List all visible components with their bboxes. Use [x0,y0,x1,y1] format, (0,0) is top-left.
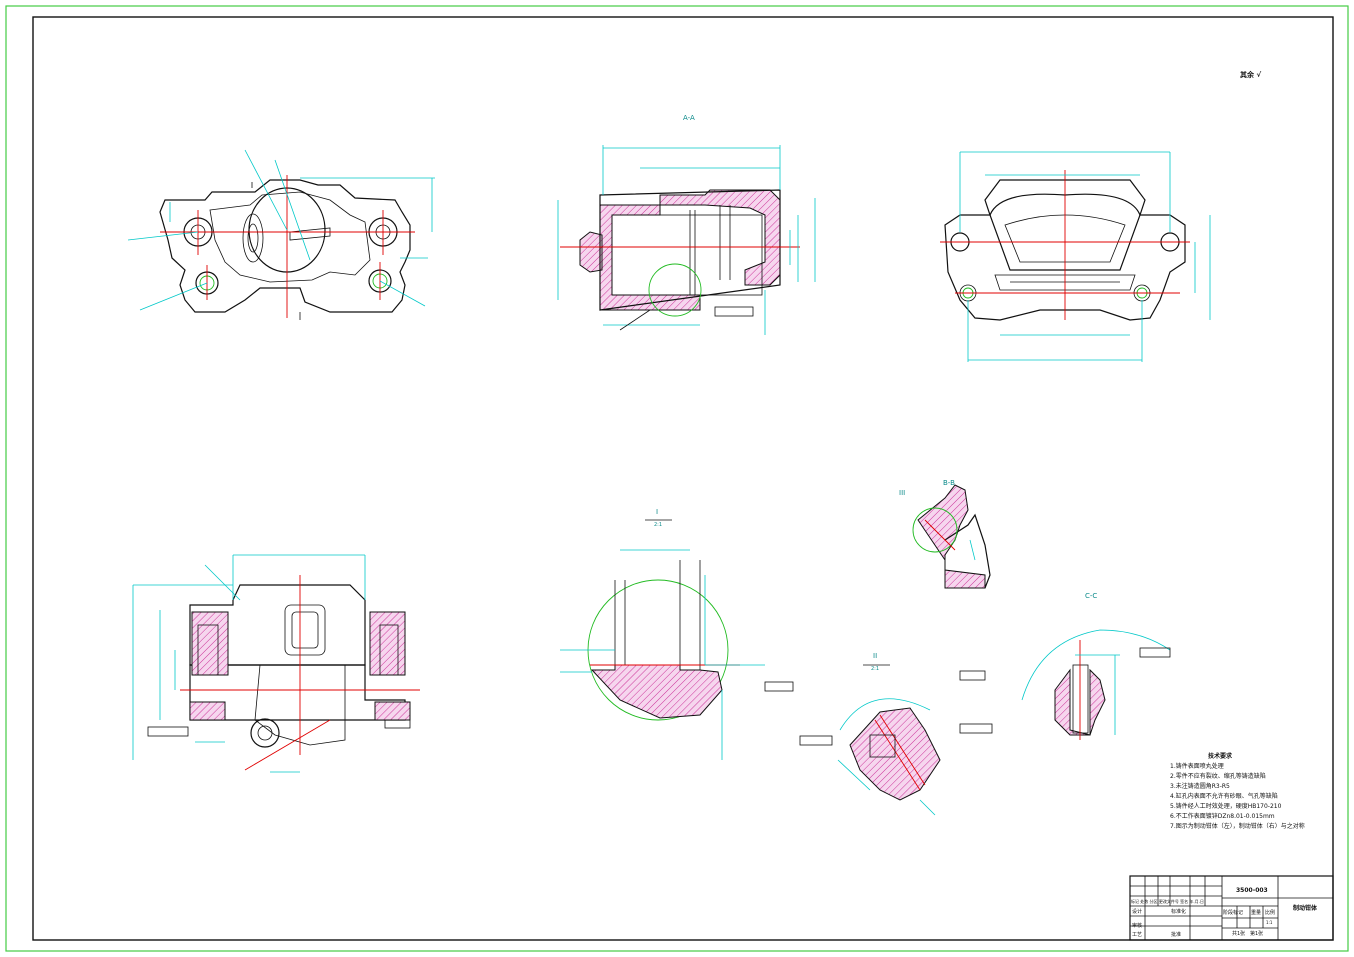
tech-req-item: 1.铸件表面喷丸处理 [1170,763,1224,770]
detail-i-view [560,519,794,760]
side-view [940,151,1211,362]
label-section-bb: B-B [943,479,955,487]
design-label: 设计 [1132,909,1143,915]
process-label: 工艺 [1132,932,1143,938]
tech-req-title: 技术要求 [1207,753,1232,760]
technical-requirements: 技术要求 1.铸件表面喷丸处理 2.零件不应有裂纹、缩孔等铸造缺陷 3.未注铸造… [1170,752,1310,832]
sheet-total: 共1张 [1232,931,1246,937]
weight-label: 重量 [1251,910,1262,916]
tech-req-item: 2.零件不应有裂纹、缩孔等铸造缺陷 [1170,773,1266,780]
tech-req-item: 4.缸孔内表面不允许有砂眼、气孔等缺陷 [1170,793,1278,800]
roughness-note: 其余 √ [1240,70,1261,80]
tech-req-item: 5.铸件经人工时效处理，硬度HB170-210 [1170,803,1282,810]
standardization-label: 标准化 [1171,909,1187,915]
front-view [127,149,435,320]
section-bb-view [912,484,991,589]
check-label: 审核 [1132,923,1143,929]
section-aa-view [557,145,816,335]
section-cc-view [959,629,1171,740]
stage-mark-label: 阶段标记 [1223,910,1244,916]
label-detail-i: I [656,508,659,516]
label-detail-ii: II [873,652,878,660]
label-detail-i-scale: 2:1 [654,522,663,528]
outer-frame [5,5,1349,952]
inner-frame [32,16,1334,941]
label-detail-ii-scale: 2:1 [871,666,880,672]
label-detail-iii: III [899,489,906,497]
label-section-aa: A-A [683,114,695,122]
tech-req-item: 6.不工作表面镀锌DZn8.01-0.015mm [1170,813,1275,820]
top-view [132,554,420,773]
label-section-cc: C-C [1085,592,1098,600]
roughness-symbol-icon: √ [1256,71,1262,79]
scale-label: 比例 [1265,910,1276,916]
roughness-text: 其余 [1240,71,1254,79]
scale-value: 1:1 [1266,920,1273,925]
title-block [1129,875,1334,941]
tech-req-item: 3.未注铸造圆角R3-R5 [1170,783,1230,790]
detail-ii-view [799,664,993,816]
revision-header: 标记 处数 分区 更改文件号 签名 年.月.日 [1131,899,1204,904]
part-name: 制动钳体 [1293,905,1318,912]
tech-req-item: 7.图示为制动钳体（左），制动钳体（右）与之对称 [1170,823,1305,830]
approve-label: 批准 [1171,932,1182,938]
drawing-number: 3500-003 [1236,887,1268,894]
sheet-number: 第1张 [1250,931,1264,937]
